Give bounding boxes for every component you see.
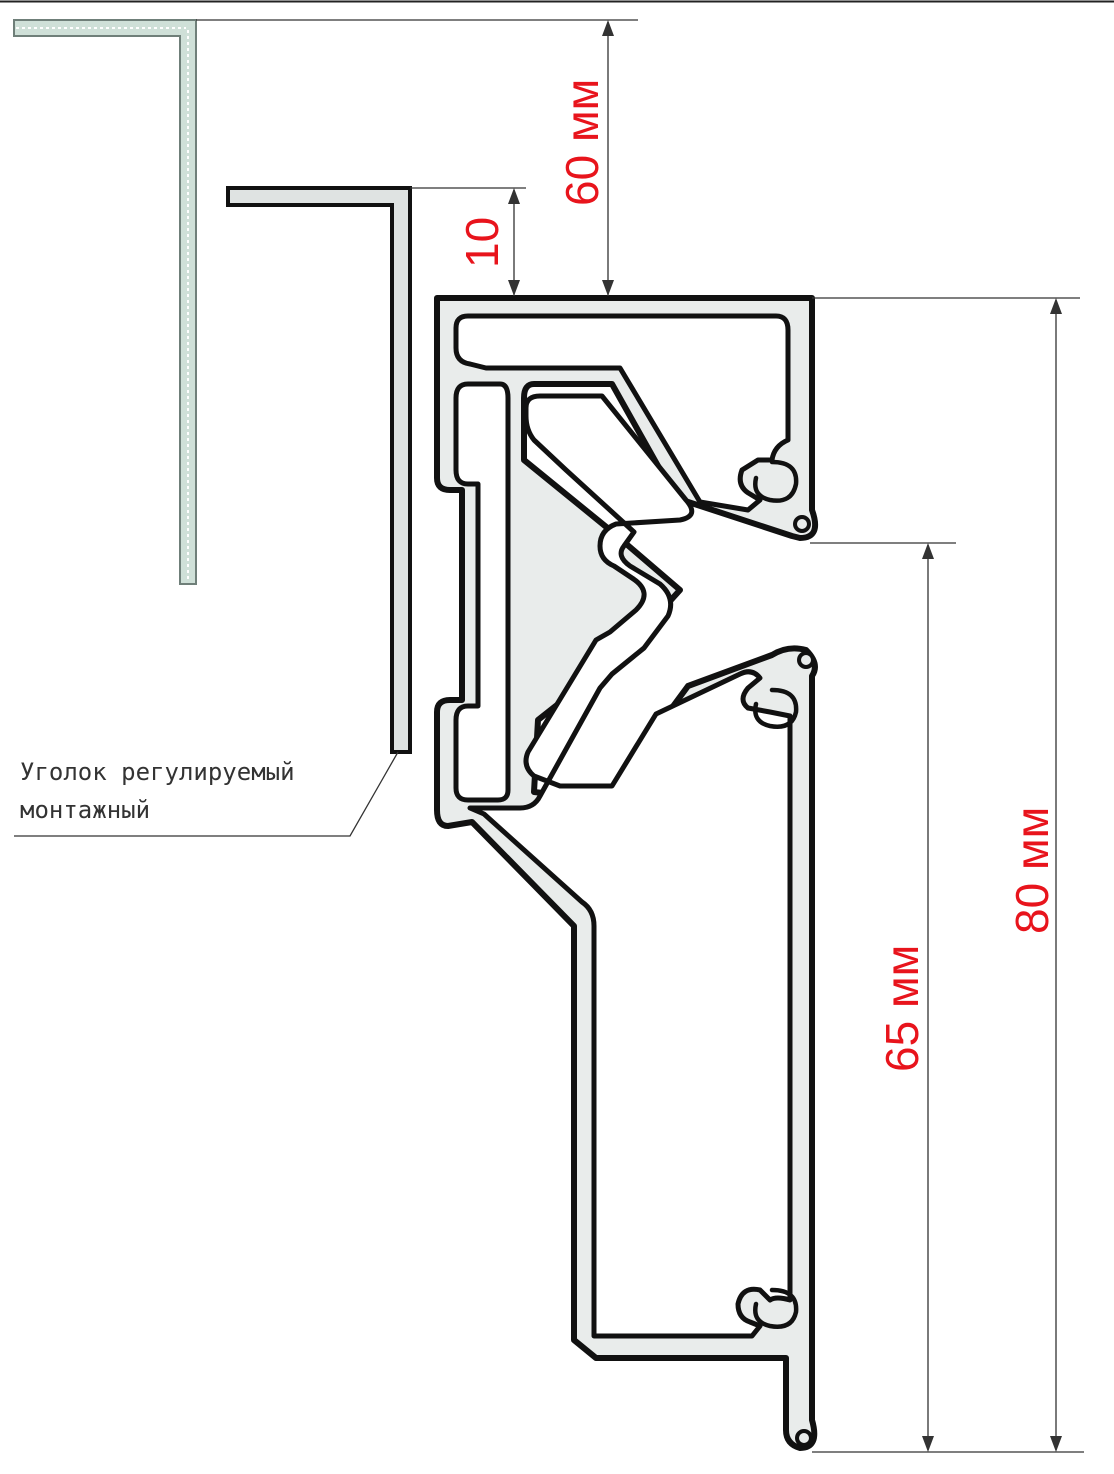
dimension-65mm: 65 мм (876, 543, 934, 1452)
ceiling-angle-profile (13, 19, 197, 585)
callout-label-line2: монтажный (20, 796, 150, 824)
aluminium-profile (434, 295, 818, 1451)
dimension-60-label: 60 мм (556, 79, 608, 206)
dimension-10: 10 (456, 188, 520, 296)
extension-lines (196, 19, 1084, 1453)
dimension-80mm: 80 мм (1006, 298, 1062, 1452)
dimension-80-label: 80 мм (1006, 807, 1058, 934)
dimension-10-label: 10 (456, 217, 508, 268)
dimension-65-label: 65 мм (876, 945, 928, 1072)
mounting-angle (226, 186, 412, 754)
dimension-60mm: 60 мм (556, 20, 614, 296)
callout-leader (14, 751, 399, 837)
callout-label-line1: Уголок регулируемый (20, 758, 295, 786)
